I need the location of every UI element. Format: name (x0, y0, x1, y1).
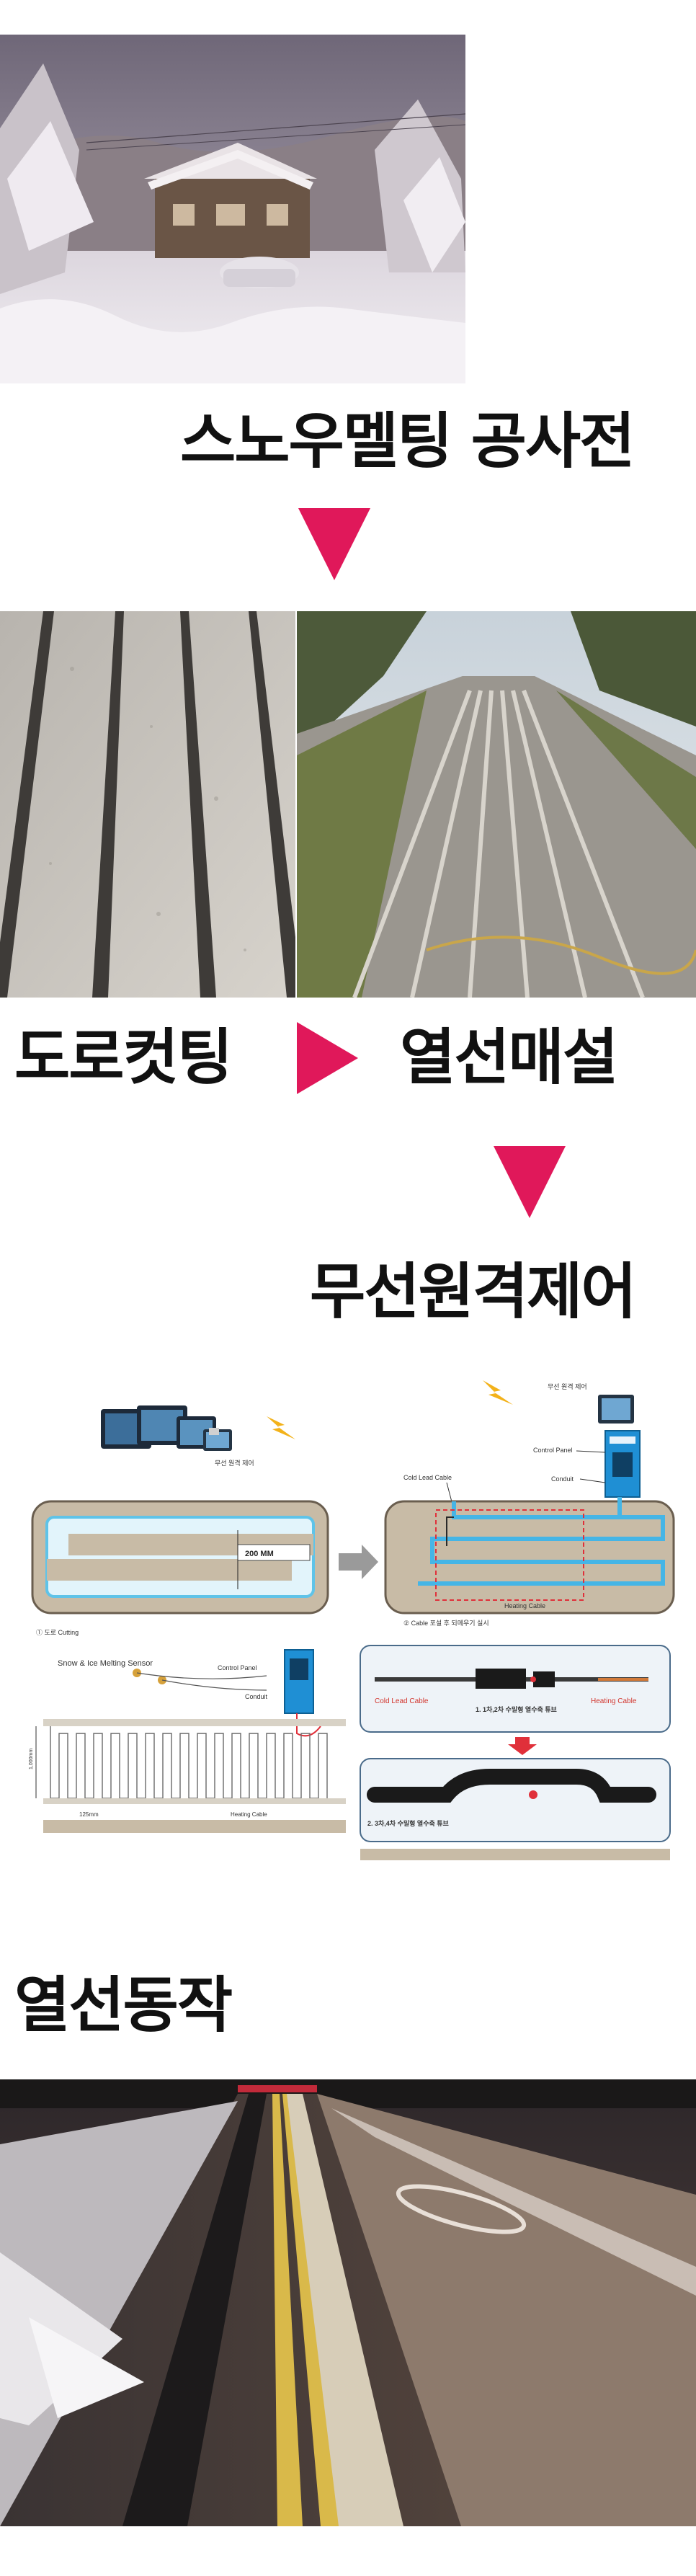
svg-text:Cold Lead Cable: Cold Lead Cable (375, 1697, 429, 1705)
heading-heating-operation: 열선동작 (14, 1970, 233, 2040)
svg-text:2. 3차,4차 수밀형 열수축 튜브: 2. 3차,4차 수밀형 열수축 튜브 (367, 1819, 450, 1827)
svg-text:Control Panel: Control Panel (218, 1664, 257, 1671)
svg-text:Conduit: Conduit (551, 1475, 574, 1483)
svg-text:Snow & Ice Melting Sensor: Snow & Ice Melting Sensor (58, 1659, 153, 1668)
heading-cable-laying: 열선매설 (400, 1022, 618, 1093)
svg-text:무선 원격 제어: 무선 원격 제어 (215, 1459, 254, 1467)
svg-text:Cold Lead Cable: Cold Lead Cable (403, 1474, 452, 1481)
svg-text:무선 원격 제어: 무선 원격 제어 (548, 1382, 587, 1390)
installation-diagram: 무선 원격 제어 무선 원격 제어 Control Panel Conduit … (29, 1373, 677, 1870)
svg-text:Control Panel: Control Panel (533, 1447, 573, 1454)
svg-text:200 MM: 200 MM (245, 1550, 274, 1558)
svg-text:Heating Cable: Heating Cable (591, 1697, 637, 1705)
svg-text:Heating Cable: Heating Cable (504, 1602, 545, 1609)
arrow-down-1 (298, 508, 370, 580)
heated-road-photo (0, 2079, 696, 2526)
svg-text:1,000mm: 1,000mm (29, 1749, 34, 1769)
svg-text:Heating Cable: Heating Cable (231, 1811, 267, 1818)
cable-laying-photo (297, 611, 696, 998)
snowy-house-photo (0, 35, 465, 383)
heading-before-construction: 스노우멜팅 공사전 (180, 406, 635, 476)
arrow-down-2 (494, 1146, 566, 1218)
svg-text:Conduit: Conduit (245, 1693, 268, 1700)
road-cutting-photo (0, 611, 295, 998)
svg-text:1. 1차,2차 수밀형 열수축 튜브: 1. 1차,2차 수밀형 열수축 튜브 (476, 1705, 558, 1713)
arrow-right (297, 1022, 358, 1094)
heading-road-cutting: 도로컷팅 (14, 1022, 233, 1093)
svg-text:② Cable 포설 후 되메우기 실시: ② Cable 포설 후 되메우기 실시 (403, 1620, 489, 1627)
heading-remote-control: 무선원격제어 (310, 1256, 637, 1327)
svg-text:① 도로 Cutting: ① 도로 Cutting (36, 1629, 79, 1636)
svg-text:125mm: 125mm (79, 1811, 99, 1818)
remote-devices-left (101, 1405, 232, 1451)
